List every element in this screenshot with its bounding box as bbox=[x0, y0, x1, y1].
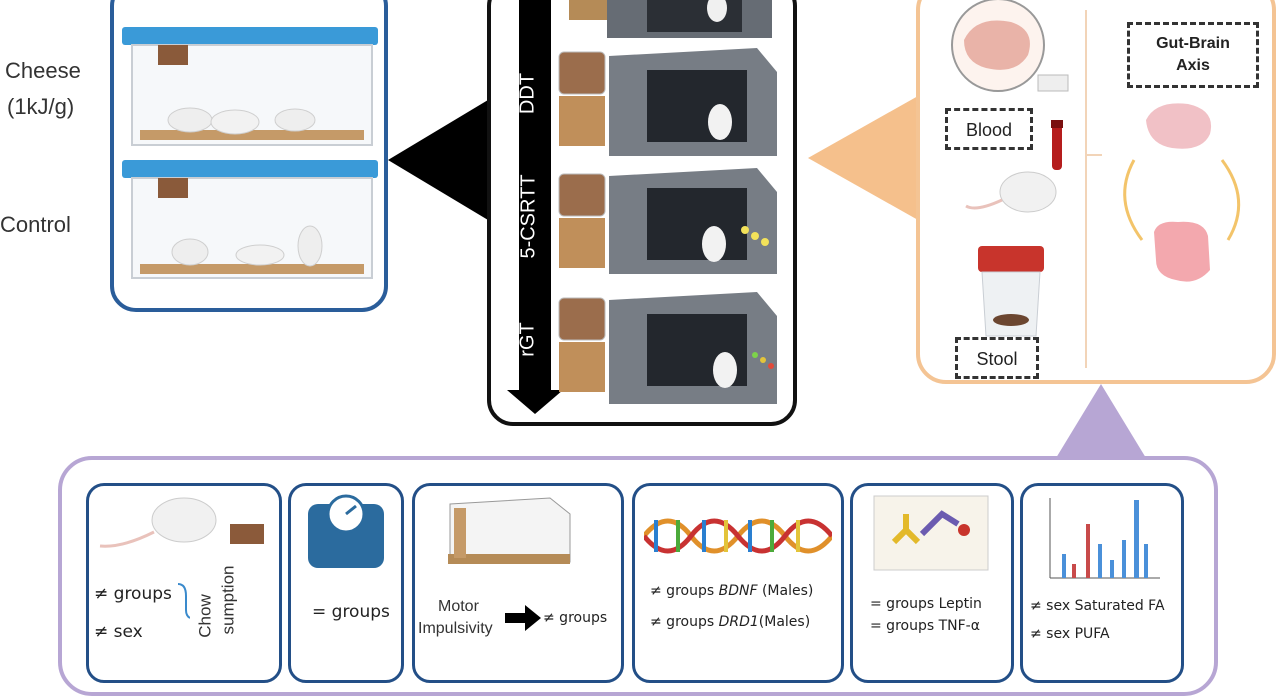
brain-icon bbox=[951, 0, 1069, 92]
brain-icon bbox=[1146, 103, 1212, 149]
chow-sex-result: ≠ sex bbox=[94, 622, 143, 642]
arrow-down-icon bbox=[507, 0, 563, 414]
samples-illustration bbox=[951, 0, 1241, 368]
intestine-icon bbox=[1154, 221, 1210, 282]
scale-icon bbox=[308, 494, 384, 568]
drd1-suffix: (Males) bbox=[758, 614, 811, 630]
tnf-result: = groups TNF-α bbox=[870, 618, 980, 634]
rat-icon bbox=[171, 225, 323, 267]
drd1-gene: DRD1 bbox=[718, 614, 759, 630]
cheese-dose-label: (1kJ/g) bbox=[7, 94, 75, 119]
pufa-result: ≠ sex PUFA bbox=[1030, 626, 1110, 642]
rat-icon bbox=[167, 107, 316, 135]
task-label-rgt: rGT bbox=[516, 322, 539, 357]
gut-brain-axis-line2: Axis bbox=[1176, 57, 1210, 74]
impulsivity-label: Impulsivity bbox=[418, 620, 493, 637]
task-label-5csrtt: 5-CSRTT bbox=[517, 174, 540, 259]
blood-sample-label: Blood bbox=[945, 108, 1033, 150]
arrow-right-icon bbox=[505, 605, 541, 631]
operant-boxes-illustration bbox=[507, 0, 777, 414]
chow-label-line2: sumption bbox=[218, 565, 238, 635]
cheese-group-label: Cheese bbox=[5, 58, 81, 83]
saturated-fa-result: ≠ sex Saturated FA bbox=[1030, 598, 1165, 614]
cages-illustration bbox=[122, 27, 378, 279]
bdnf-suffix: (Males) bbox=[757, 583, 814, 599]
chow-label-line1: Chow bbox=[195, 594, 215, 638]
bdnf-gene: BDNF bbox=[718, 583, 758, 599]
gut-brain-axis-line1: Gut-Brain bbox=[1156, 35, 1230, 52]
operant-box-icon bbox=[558, 292, 777, 404]
antibody-icon bbox=[873, 495, 989, 571]
stool-sample-label: Stool bbox=[955, 337, 1039, 379]
blood-tube-icon bbox=[1051, 120, 1063, 170]
motor-groups-result: ≠ groups bbox=[543, 610, 608, 626]
cage-icon bbox=[122, 27, 378, 146]
orange-pointer bbox=[808, 96, 918, 220]
purple-pointer bbox=[1056, 384, 1146, 458]
operant-box-icon bbox=[569, 0, 772, 38]
control-group-label: Control bbox=[0, 212, 71, 237]
bdnf-result: ≠ groups BDNF (Males) bbox=[650, 583, 813, 599]
drd1-prefix: ≠ groups bbox=[650, 614, 719, 630]
chow-consumption-label: Chow sumption bbox=[186, 560, 246, 640]
operant-box-icon bbox=[558, 48, 777, 156]
operant-box-icon bbox=[558, 168, 777, 274]
pointer-arrow bbox=[388, 100, 488, 220]
cage-icon bbox=[122, 160, 378, 279]
operant-box-icon bbox=[448, 497, 571, 564]
motor-label: Motor bbox=[438, 598, 479, 615]
leptin-result: = groups Leptin bbox=[870, 596, 982, 612]
task-label-ddt: DDT bbox=[516, 72, 539, 115]
gut-brain-axis-box: Gut-Brain Axis bbox=[1127, 22, 1259, 88]
rat-icon bbox=[99, 497, 264, 548]
rat-icon bbox=[965, 171, 1057, 213]
bdnf-prefix: ≠ groups bbox=[650, 583, 719, 599]
bar-chart-icon bbox=[1049, 498, 1160, 579]
dna-icon bbox=[644, 518, 832, 554]
drd1-result: ≠ groups DRD1(Males) bbox=[650, 614, 810, 630]
weight-groups-result: = groups bbox=[312, 602, 390, 622]
brace-icon bbox=[177, 583, 190, 619]
stool-cup-icon bbox=[978, 246, 1044, 337]
chow-groups-result: ≠ groups bbox=[94, 584, 172, 604]
